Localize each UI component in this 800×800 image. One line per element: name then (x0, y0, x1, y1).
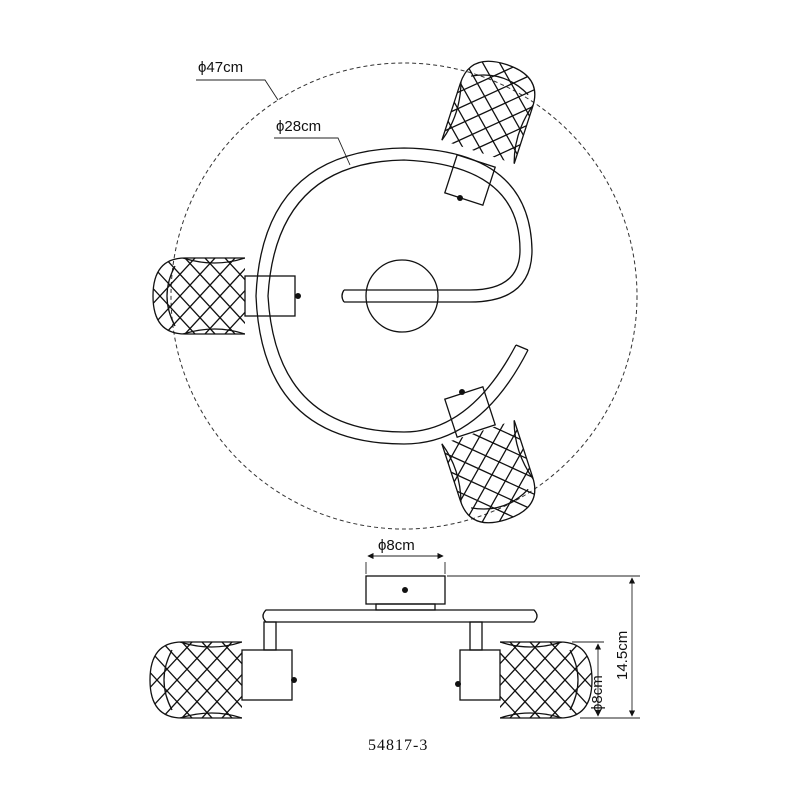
outer-diameter-label: ϕ47cm (198, 59, 243, 76)
spotlight-top (426, 26, 551, 211)
spotlight-bottom (426, 373, 551, 558)
top-view: ϕ47cm ϕ28cm (125, 26, 638, 558)
spotlight-left (125, 258, 301, 334)
spiral-arm-inner (255, 147, 533, 445)
outer-diameter-circle (170, 62, 638, 530)
canopy-disc (365, 259, 439, 333)
spiral-arm-outer (267, 159, 521, 433)
model-number: 54817-3 (368, 737, 428, 754)
base-width-label: ϕ8cm (378, 537, 415, 554)
arm-diameter-label: ϕ28cm (276, 118, 321, 135)
arm-diameter-leader (274, 137, 351, 166)
height-label: 14.5cm (614, 631, 631, 680)
side-shade-left (122, 642, 292, 718)
side-view: ϕ8cm 14.5cm ϕ8cm (122, 537, 640, 718)
side-arm-bar (262, 609, 538, 623)
outer-diameter-leader (196, 79, 279, 101)
shade-diameter-label: ϕ8cm (589, 675, 606, 712)
